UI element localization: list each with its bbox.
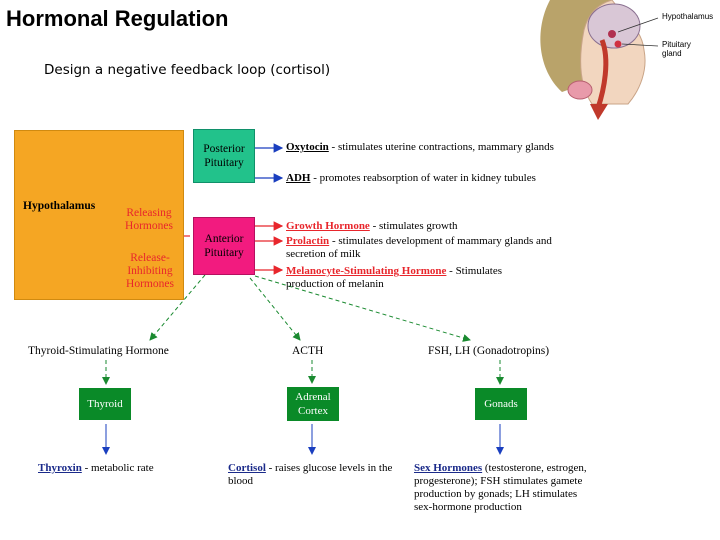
release-inhibiting-hormones-label: Release-Inhibiting Hormones [126,252,174,290]
thyroxin-name: Thyroxin [38,462,82,474]
thyroid-label: Thyroid [87,398,123,410]
msh-item: Melanocyte-Stimulating Hormone - Stimula… [286,265,546,291]
growth-hormone-name: Growth Hormone [286,220,370,232]
adh-item: ADH - promotes reabsorption of water in … [286,172,586,185]
hypothalamus-box: Hypothalamus [14,130,184,300]
head-illustration [532,0,720,120]
hypothalamus-label: Hypothalamus [23,200,96,212]
growth-hormone-desc: - stimulates growth [369,220,458,232]
down-arrow-icon [590,104,608,120]
thyroid-box: Thyroid [79,388,131,420]
adh-name: ADH [286,172,311,184]
growth-hormone-item: Growth Hormone - stimulates growth [286,220,576,233]
fsh-lh-label: FSH, LH (Gonadotropins) [428,345,550,357]
tsh-label: Thyroid-Stimulating Hormone [28,345,169,357]
hypothalamus-dot [608,30,616,38]
oxytocin-item: Oxytocin - stimulates uterine contractio… [286,141,576,154]
anterior-pituitary-box: Anterior Pituitary [193,217,255,275]
thyroxin-item: Thyroxin - metabolic rate [38,462,198,475]
cortisol-desc: - raises glucose levels in the blood [228,462,393,487]
prolactin-desc: - stimulates development of mammary glan… [286,235,552,260]
scrunchie-shape [567,80,593,100]
pituitary-dot [614,40,622,48]
gonads-label: Gonads [484,398,518,410]
cortisol-item: Cortisol - raises glucose levels in the … [228,462,393,488]
oxytocin-name: Oxytocin [286,141,329,153]
releasing-hormones-label: Releasing Hormones [125,207,173,232]
page-subtitle: Design a negative feedback loop (cortiso… [44,62,331,78]
oxytocin-desc: - stimulates uterine contractions, mamma… [328,141,554,153]
gonads-box: Gonads [475,388,527,420]
adrenal-cortex-box: Adrenal Cortex [287,387,339,421]
label-pituitary: Pituitary gland [662,40,691,58]
sex-hormones-desc: (testosterone, estrogen, progesterone); … [414,462,587,513]
prolactin-name: Prolactin [286,235,330,247]
page-title: Hormonal Regulation [6,6,229,31]
cortisol-name: Cortisol [228,462,266,474]
sex-hormones-item: Sex Hormones (testosterone, estrogen, pr… [414,462,590,514]
posterior-pituitary-box: Posterior Pituitary [193,129,255,183]
sex-hormones-name: Sex Hormones [414,462,483,474]
acth-label: ACTH [292,345,324,357]
label-hypothalamus: Hypothalamus [662,12,714,21]
brain-shape [587,3,641,49]
adrenal-cortex-label: Adrenal Cortex [295,391,331,417]
posterior-pituitary-label: Posterior Pituitary [203,143,245,169]
prolactin-item: Prolactin - stimulates development of ma… [286,235,576,261]
adh-desc: - promotes reabsorption of water in kidn… [310,172,536,184]
msh-desc: - Stimulates production of melanin [286,265,503,290]
msh-name: Melanocyte-Stimulating Hormone [286,265,447,277]
thyroxin-desc: - metabolic rate [81,462,154,474]
anterior-pituitary-label: Anterior Pituitary [204,233,244,259]
